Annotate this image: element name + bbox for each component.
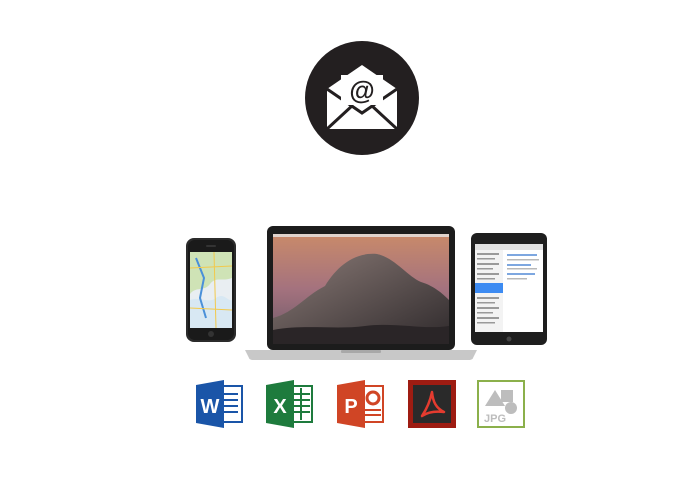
excel-icon: X	[266, 380, 314, 428]
jpg-label: JPG	[484, 413, 506, 425]
smartphone-image	[186, 238, 236, 342]
pdf-icon	[408, 380, 456, 428]
jpg-icon: JPG	[477, 380, 525, 428]
powerpoint-letter: P	[344, 396, 357, 418]
email-envelope-icon: @	[305, 41, 419, 155]
word-icon: W	[196, 380, 244, 428]
excel-letter: X	[273, 396, 287, 418]
tablet-image	[471, 233, 547, 345]
file-type-icons: W X P	[196, 380, 526, 428]
at-symbol: @	[349, 75, 374, 105]
powerpoint-icon: P	[337, 380, 385, 428]
word-letter: W	[201, 396, 220, 418]
laptop-image	[245, 226, 477, 360]
